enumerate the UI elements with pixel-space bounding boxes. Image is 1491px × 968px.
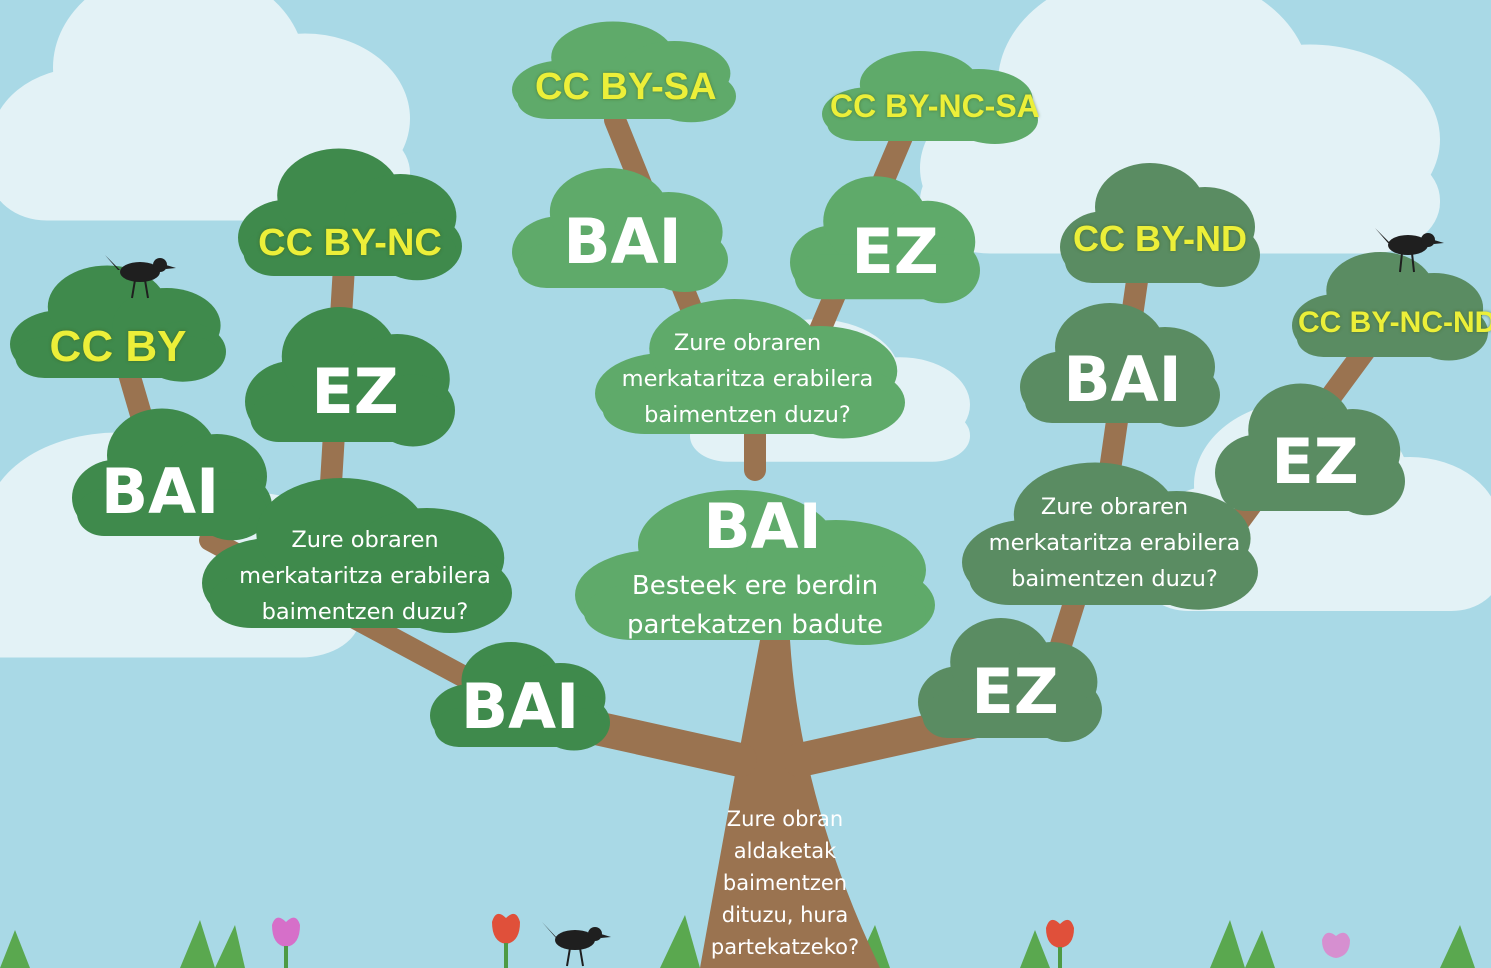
question-commercial-left: Zure obraren merkataritza erabilera baim… (210, 522, 520, 630)
question-line: partekatzen badute (626, 610, 884, 640)
question-line: baimentzen (722, 871, 848, 895)
question-line: merkataritza erabilera (988, 530, 1241, 556)
grass (0, 915, 1475, 968)
question-line: partekatzeko? (710, 935, 860, 959)
question-line: baimentzen duzu? (261, 599, 469, 625)
question-line: Zure obraren (673, 330, 822, 356)
question-line: Zure obraren (291, 527, 439, 553)
license-cc-by-nc-sa: CC BY-NC-SA (830, 88, 1040, 124)
question-line: baimentzen duzu? (644, 402, 851, 428)
question-line: Besteek ere berdin (631, 571, 879, 601)
question-root: Zure obran aldaketak baimentzen dituzu, … (690, 803, 880, 963)
answer-bai-1: BAI (100, 455, 220, 528)
bird-icon-right (1375, 228, 1444, 273)
license-cc-by: CC BY (49, 322, 187, 371)
answer-ez-4: EZ (971, 655, 1059, 728)
question-line: Zure obraren (1040, 494, 1189, 520)
question-commercial-center: Zure obraren merkataritza erabilera baim… (595, 325, 900, 433)
answer-ez-3: EZ (1271, 425, 1359, 498)
answer-ez-1: EZ (311, 355, 399, 428)
answer-bai-3: BAI (563, 205, 682, 278)
answer-bai-2: BAI (460, 670, 580, 743)
license-cc-by-nc-nd: CC BY-NC-ND (1298, 306, 1491, 339)
question-line: baimentzen duzu? (1011, 566, 1218, 592)
license-cc-by-sa: CC BY-SA (535, 66, 717, 108)
answer-ez-2: EZ (851, 215, 939, 288)
bird-icon-left (105, 255, 176, 299)
question-line: aldaketak (733, 839, 837, 863)
question-line: merkataritza erabilera (239, 563, 491, 589)
answer-bai-5: BAI (703, 490, 822, 563)
license-cc-by-nd: CC BY-ND (1072, 218, 1247, 259)
license-cc-by-nc: CC BY-NC (258, 222, 442, 264)
tulip-flowers (272, 913, 1350, 968)
bird-icon-ground (542, 922, 611, 967)
question-line: Zure obran (726, 807, 844, 831)
question-commercial-right: Zure obraren merkataritza erabilera baim… (962, 489, 1267, 597)
question-line: merkataritza erabilera (621, 366, 874, 392)
question-line: dituzu, hura (721, 903, 849, 927)
question-share-alike: Besteek ere berdin partekatzen badute (595, 567, 915, 645)
answer-bai-4: BAI (1063, 343, 1182, 416)
